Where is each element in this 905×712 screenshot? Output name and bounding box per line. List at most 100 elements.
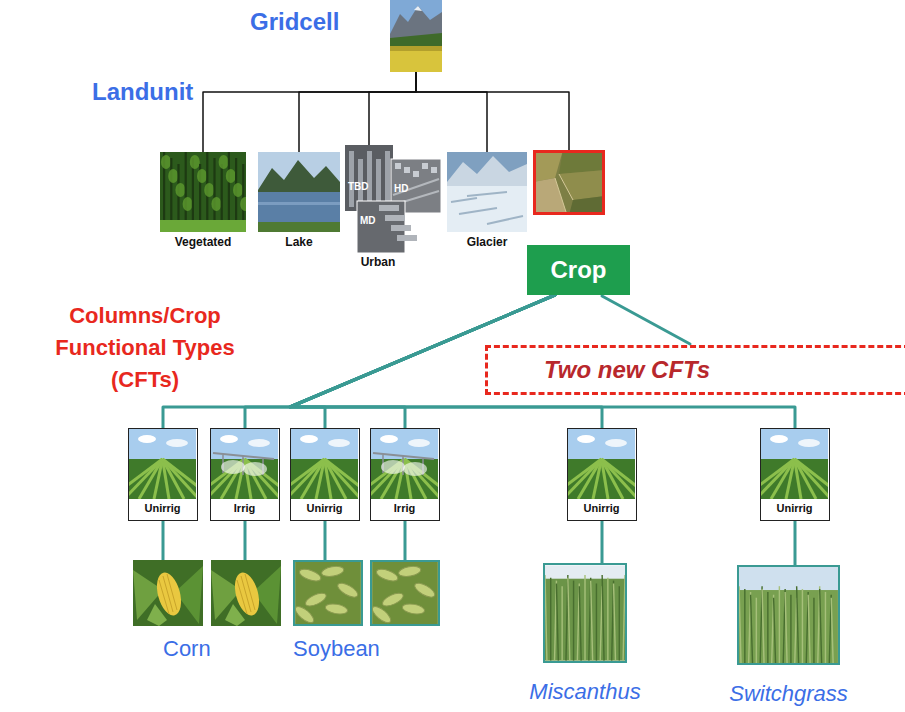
cft-field-image (371, 429, 438, 499)
illustration-part (219, 155, 229, 169)
illustration-part (183, 197, 193, 211)
illustration-part (596, 583, 597, 660)
cft-label: Unirrig (291, 502, 358, 514)
callout-text: Two new CFTs (544, 348, 710, 392)
crop-photo (370, 560, 440, 626)
illustration-part (820, 589, 822, 663)
illustration-part (385, 151, 390, 207)
crop-name: Switchgrass (729, 681, 848, 707)
illustration-part (414, 6, 422, 11)
illustration-part (825, 592, 826, 663)
illustration-part (375, 567, 399, 584)
illustration-part (413, 171, 419, 177)
crop-name: Corn (163, 636, 211, 662)
illustration-part (619, 586, 620, 660)
tree-connector (299, 72, 416, 152)
tree-connector (404, 521, 407, 560)
illustration-part (248, 439, 270, 447)
landunit-node: UrbanTBDHDMD (345, 145, 442, 273)
urban-class-tag: TBD (348, 181, 369, 192)
illustration-part (336, 580, 360, 599)
landunit-image (447, 152, 527, 232)
illustration-part (533, 150, 563, 182)
tree-connector (601, 521, 604, 563)
landunit-label: Glacier (447, 235, 527, 249)
illustration-part (831, 598, 833, 663)
tree-connector (203, 72, 416, 152)
cft-label: Unirrig (568, 502, 635, 514)
illustration-part (550, 578, 551, 661)
illustration-part (168, 169, 178, 183)
illustration-part (545, 565, 625, 660)
gridcell-image (390, 0, 442, 72)
illustration-part (367, 151, 372, 207)
illustration-part (211, 197, 221, 211)
illustration-part (211, 459, 245, 499)
illustration-part (447, 186, 527, 232)
crop-species: Miscanthus (543, 563, 627, 663)
illustration-part (779, 586, 780, 663)
illustration-part (795, 598, 797, 663)
level-heading: Gridcell (250, 8, 339, 36)
illustration-part (225, 604, 245, 626)
illustration-part (584, 575, 585, 661)
illustration-part (221, 460, 245, 474)
illustration-part (325, 602, 349, 615)
illustration-part (129, 459, 163, 499)
level-heading: Landunit (92, 78, 193, 106)
illustration-part (605, 439, 627, 447)
illustration-part (175, 183, 185, 197)
illustration-part (233, 183, 243, 197)
illustration-part (774, 598, 776, 663)
illustration-part (756, 598, 757, 663)
illustration-part (447, 152, 527, 232)
illustration-part (301, 459, 325, 499)
illustration-part (762, 589, 764, 663)
tree-connector (794, 521, 797, 565)
cft-field-image (568, 429, 635, 499)
illustration-part (578, 459, 602, 499)
illustration-part (770, 435, 788, 443)
illustration-part (568, 429, 635, 461)
illustration-part (298, 567, 322, 584)
illustration-part (204, 183, 214, 197)
illustration-part (408, 439, 430, 447)
illustration-part (568, 459, 602, 499)
illustration-part (371, 429, 438, 499)
cft-field-image (761, 429, 828, 499)
illustration-part (561, 586, 562, 660)
illustration-part (211, 459, 245, 499)
illustration-part (258, 222, 340, 232)
illustration-part (390, 0, 442, 72)
illustration-part (786, 459, 795, 499)
crop-field-image (533, 150, 605, 215)
illustration-part (591, 581, 593, 661)
illustration-part (381, 591, 405, 609)
gridcell-node: Gridcell (390, 0, 442, 72)
illustration-part (371, 459, 405, 499)
illustration-part (533, 178, 567, 215)
crop-species: Corn (133, 560, 281, 665)
cft-column: Irrig (210, 428, 280, 521)
illustration-part (147, 604, 167, 626)
crop-photo (211, 560, 281, 626)
illustration-part (138, 435, 156, 443)
illustration-part (325, 459, 359, 499)
illustration-part (381, 459, 405, 499)
cft-field-image (211, 429, 278, 499)
illustration-part (349, 151, 354, 207)
illustration-part (402, 602, 426, 615)
cft-label: Unirrig (129, 502, 196, 514)
illustration-part (391, 225, 411, 231)
illustration-part (293, 604, 316, 626)
illustration-part (797, 586, 799, 663)
tree-connector (416, 72, 569, 150)
illustration-part (751, 595, 753, 663)
illustration-part (404, 167, 410, 173)
illustration-part (568, 459, 602, 499)
crop-name: Soybean (293, 636, 380, 662)
crop-label: Crop (527, 245, 630, 295)
crop-species: Switchgrass (737, 565, 840, 665)
illustration-part (390, 33, 442, 46)
illustration-part (321, 565, 345, 578)
